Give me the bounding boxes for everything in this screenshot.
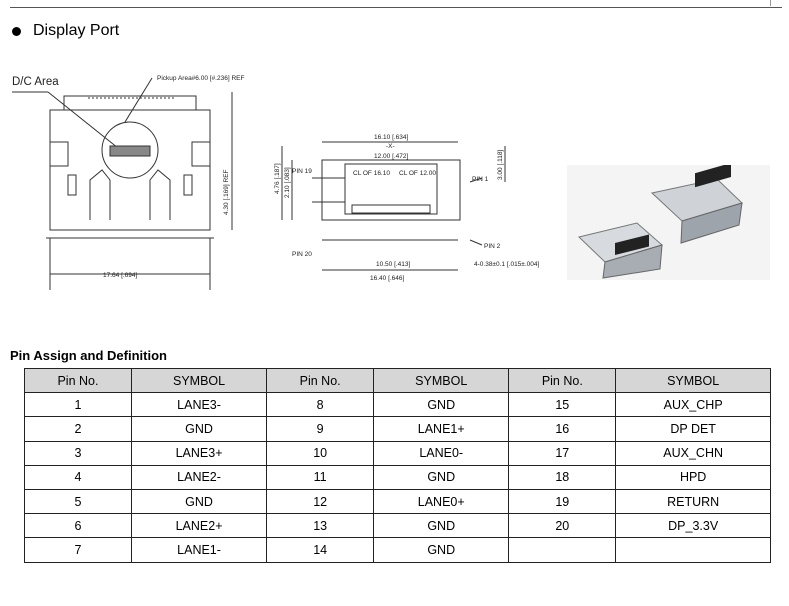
symbol-cell: RETURN	[615, 488, 771, 515]
symbol-cell: LANE3+	[130, 440, 268, 466]
pin-cell: 12	[266, 488, 375, 515]
mid-view-outline	[321, 159, 461, 221]
left-width-label: 17.64 [.694]	[103, 272, 138, 279]
pin2-label: PIN 2	[484, 243, 501, 250]
table-row: 1 LANE3- 8 GND 15 AUX_CHP	[24, 392, 771, 418]
pin-cell: 16	[508, 416, 617, 442]
pin-cell: 7	[24, 537, 132, 563]
dim-holes-label: 4-0.38±0.1 [.015±.004]	[474, 261, 540, 268]
pin-cell: 14	[266, 537, 375, 563]
pin-cell: 5	[24, 488, 132, 515]
symbol-cell: LANE2+	[130, 513, 268, 539]
left-tab	[49, 141, 69, 167]
pin-cell: 17	[508, 440, 617, 466]
mid-top-outer-label: 16.10 [.634]	[374, 134, 409, 141]
pin-cell: 20	[508, 513, 617, 539]
pin20-label: PIN 20	[292, 251, 312, 258]
pin1-label: PIN 1	[472, 176, 489, 183]
dim-300-label: 3.00 [.118]	[497, 150, 504, 180]
symbol-cell: LANE0-	[373, 440, 510, 466]
left-view-outline	[49, 109, 211, 231]
dc-area-label: D/C Area	[12, 76, 59, 88]
pickup-leader	[124, 77, 153, 123]
section-title: Display Port	[12, 22, 119, 40]
table-header-row: Pin No. SYMBOL Pin No. SYMBOL Pin No. SY…	[24, 367, 771, 394]
pin-cell: 2	[24, 416, 132, 442]
pin-cell	[508, 537, 617, 563]
cl1-label: CL OF 16.10	[353, 170, 390, 177]
dc-area-leader	[47, 91, 119, 149]
symbol-cell: LANE1-	[130, 537, 268, 563]
table-row: 6 LANE2+ 13 GND 20 DP_3.3V	[24, 513, 771, 539]
symbol-cell: LANE2-	[130, 464, 268, 490]
pin-cell: 1	[24, 392, 132, 418]
header-symbol: SYMBOL	[615, 367, 771, 394]
pin-cell: 10	[266, 440, 375, 466]
symbol-cell: GND	[373, 392, 510, 418]
symbol-cell: AUX_CHP	[615, 392, 771, 418]
pin-cell: 13	[266, 513, 375, 539]
datum-label: -X-	[386, 143, 395, 150]
table-row: 5 GND 12 LANE0+ 19 RETURN	[24, 488, 771, 515]
pin-cell: 6	[24, 513, 132, 539]
symbol-cell: DP DET	[615, 416, 771, 442]
header-pin-no: Pin No.	[24, 367, 132, 394]
pin-table-heading: Pin Assign and Definition	[10, 348, 167, 363]
symbol-cell	[615, 537, 771, 563]
pin-cell: 19	[508, 488, 617, 515]
header-symbol: SYMBOL	[130, 367, 268, 394]
dim-1640-label: 16.40 [.646]	[370, 275, 405, 282]
pin-cell: 9	[266, 416, 375, 442]
header-pin-no: Pin No.	[508, 367, 617, 394]
pin-table: Pin No. SYMBOL Pin No. SYMBOL Pin No. SY…	[24, 367, 771, 563]
symbol-cell: AUX_CHN	[615, 440, 771, 466]
table-row: 4 LANE2- 11 GND 18 HPD	[24, 464, 771, 490]
pin19-label: PIN 19	[292, 168, 312, 175]
pickup-circle	[101, 121, 159, 179]
table-row: 3 LANE3+ 10 LANE0- 17 AUX_CHN	[24, 440, 771, 466]
mid-view-inner	[344, 163, 438, 215]
dim-1050-label: 10.50 [.413]	[376, 261, 411, 268]
header-symbol: SYMBOL	[373, 367, 510, 394]
pin-cell: 8	[266, 392, 375, 418]
pin-cell: 11	[266, 464, 375, 490]
header-pin-no: Pin No.	[266, 367, 375, 394]
dim-210-label: 2.10 [.083]	[284, 167, 291, 198]
table-row: 2 GND 9 LANE1+ 16 DP DET	[24, 416, 771, 442]
symbol-cell: LANE1+	[373, 416, 510, 442]
section-title-text: Display Port	[33, 22, 120, 39]
symbol-cell: DP_3.3V	[615, 513, 771, 539]
top-tick	[770, 0, 771, 6]
symbol-cell: GND	[373, 513, 510, 539]
top-rule	[10, 7, 782, 8]
pin-cell: 3	[24, 440, 132, 466]
right-tab	[191, 141, 211, 167]
symbol-cell: GND	[373, 537, 510, 563]
table-row: 7 LANE1- 14 GND	[24, 537, 771, 563]
cl2-label: CL OF 12.00	[399, 170, 436, 177]
connector-photo	[567, 165, 770, 280]
left-height-label: 4.30 [.169] REF	[223, 169, 230, 215]
mid-top-inner-label: 12.00 [.472]	[374, 153, 409, 160]
left-latch	[89, 169, 111, 220]
dc-area-box	[109, 145, 151, 157]
symbol-cell: HPD	[615, 464, 771, 490]
symbol-cell: LANE0+	[373, 488, 510, 515]
bullet-icon	[12, 26, 21, 36]
left-slot	[67, 174, 77, 196]
pin-cell: 15	[508, 392, 617, 418]
mid-view-pins	[351, 204, 431, 214]
right-latch	[149, 169, 171, 220]
dim-476-label: 4.76 [.187]	[274, 163, 281, 194]
right-slot	[183, 174, 193, 196]
left-view-top	[63, 95, 197, 111]
pin-cell: 18	[508, 464, 617, 490]
pin-cell: 4	[24, 464, 132, 490]
connector-drawing: D/C Area Pickup Area#6.00 [#.236] REF 17…	[12, 75, 540, 290]
symbol-cell: GND	[373, 464, 510, 490]
symbol-cell: GND	[130, 488, 268, 515]
pickup-label: Pickup Area#6.00 [#.236] REF	[157, 75, 244, 82]
symbol-cell: GND	[130, 416, 268, 442]
symbol-cell: LANE3-	[130, 392, 268, 418]
